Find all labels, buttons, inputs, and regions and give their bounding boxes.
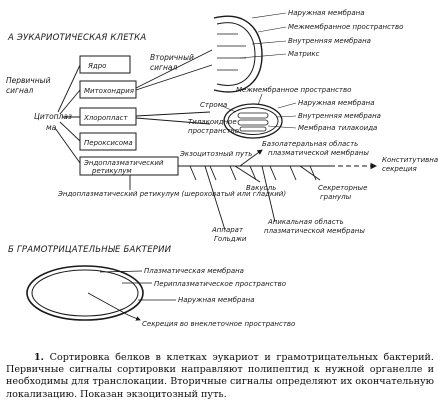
chloroplast-label: Хлоропласт <box>83 114 128 122</box>
primary-signal-line2: сигнал <box>6 86 33 95</box>
bact-outer-membrane: Наружная мембрана <box>178 296 255 304</box>
caption-text: Сортировка белков в клетках эукариот и г… <box>6 352 434 400</box>
er-lumen-label: Эндоплазматический ретикулум (шероховаты… <box>57 190 286 198</box>
er-label-line2: ретикулум <box>91 167 132 175</box>
section-b-title: Б ГРАМОТРИЦАТЕЛЬНЫЕ БАКТЕРИИ <box>8 245 172 255</box>
golgi-line1: Аппарат <box>211 226 244 234</box>
constitutive-line2: секреция <box>382 165 417 173</box>
branch-tick-6 <box>289 165 297 181</box>
bacterium-drawing <box>26 265 144 321</box>
chloro-inner-membrane: Внутренняя мембрана <box>298 112 381 120</box>
mitochondrion-box <box>79 80 137 99</box>
basolateral-line1: Базолатеральная область <box>262 140 358 148</box>
chloro-outer-membrane: Наружная мембрана <box>298 99 375 107</box>
branch-tick-7 <box>309 165 317 181</box>
chloro-thylakoid-membrane: Мембрана тилакоида <box>298 124 377 132</box>
mito-secondary-line-1 <box>135 49 213 89</box>
mito-intermembrane: Межмембранное пространство <box>288 23 403 31</box>
apical-line2: плазматической мембраны <box>264 227 365 235</box>
branch-tick-3 <box>229 165 237 181</box>
chloro-stroma: Строма <box>200 101 227 109</box>
mitochondrion-drawing <box>213 15 263 93</box>
apical-branch <box>261 165 276 223</box>
plasma-membrane-pointer <box>99 270 143 273</box>
mito-outer-membrane: Наружная мембрана <box>288 9 365 17</box>
secretory-line2: гранулы <box>320 193 352 201</box>
vacuole-label: Вакуоль <box>246 184 276 192</box>
branch-tick-4 <box>249 165 257 181</box>
secretory-branch <box>299 165 321 181</box>
chloroplast-box <box>79 107 137 126</box>
nucleus-label: Ядро <box>87 62 106 70</box>
chloro-intermembrane: Межмембранное пространство <box>236 86 351 94</box>
golgi-line2: Гольджи <box>214 235 247 243</box>
branch-tick-1 <box>189 165 197 181</box>
branch-tick-5 <box>269 165 277 181</box>
apical-line1: Апикальная область <box>267 218 344 226</box>
peroxisome-label: Пероксисома <box>84 139 133 147</box>
basolateral-arrow <box>239 149 263 167</box>
secretion-arrow <box>87 292 141 321</box>
mito-secondary-line-2 <box>135 64 213 91</box>
er-label-line1: Эндоплазматический <box>83 159 164 167</box>
primary-signal-line1: Первичный <box>6 76 51 85</box>
mito-inner-membrane: Внутренняя мембрана <box>288 37 371 45</box>
nucleus-box <box>79 55 131 74</box>
chloro-thylakoid-space-line2: пространство <box>188 127 239 135</box>
vacuole-branch <box>234 165 261 183</box>
bact-periplasm: Периплазматическое пространство <box>154 280 286 288</box>
chloro-secondary-line-1 <box>135 111 211 117</box>
branch-tick-2 <box>209 165 217 181</box>
secretory-line1: Секреторные <box>318 184 367 192</box>
cytoplasm-line2: ма <box>46 123 57 132</box>
mitochondrion-label: Митохондрия <box>84 87 134 95</box>
caption-number: 1. <box>34 352 45 363</box>
section-a-title: А ЭУКАРИОТИЧЕСКАЯ КЛЕТКА <box>7 33 146 43</box>
exocytotic-path-label: Экзоцитозный путь <box>179 150 252 158</box>
secondary-signal-line2: сигнал <box>150 63 177 72</box>
primary-signal-lines <box>54 64 81 164</box>
peroxisome-box <box>79 132 137 151</box>
chloro-secondary-line-2 <box>135 117 211 125</box>
chloroplast-drawing <box>223 103 283 139</box>
bact-plasma-membrane: Плазматическая мембрана <box>144 267 244 275</box>
golgi-branch <box>204 165 226 231</box>
secondary-signal-line1: Вторичный <box>150 53 194 62</box>
bact-secretion: Секреция во внеклеточное пространство <box>142 320 295 328</box>
cytoplasm-line1: Цитоплаз- <box>34 112 75 121</box>
constitutive-line1: Конститутивная <box>382 156 438 164</box>
mito-matrix: Матрикс <box>288 50 320 58</box>
basolateral-line2: плазматической мембраны <box>268 149 369 157</box>
chloro-thylakoid-space-line1: Тилакоидное <box>188 118 237 126</box>
figure-caption: 1. Сортировка белков в клетках эукариот … <box>6 352 434 401</box>
